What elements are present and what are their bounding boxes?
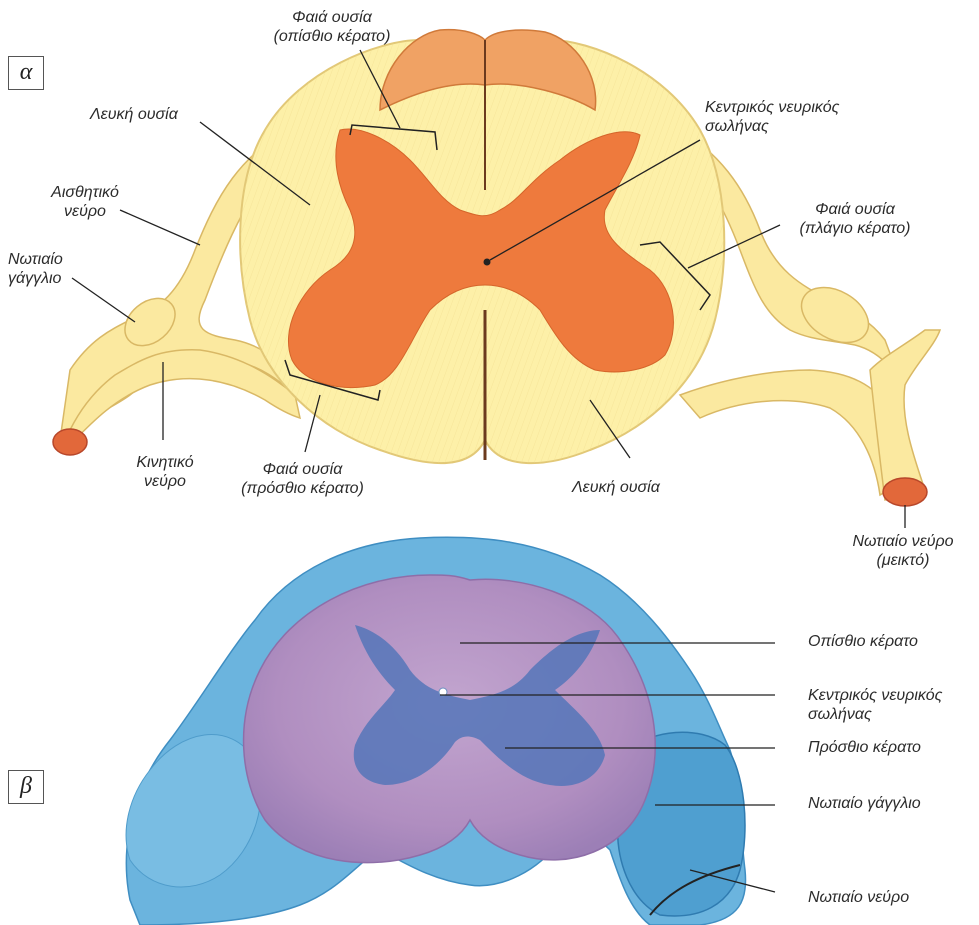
label-line: σωλήνας [808,705,942,724]
central-canal-dot [484,259,491,266]
label-line: Κεντρικός νευρικός [705,98,839,117]
label-line: νεύρο [35,202,135,221]
label-line: (οπίσθιο κέρατο) [232,27,432,46]
label-dorsal-horn: Οπίσθιο κέρατο [808,632,918,651]
spinal-cord-micrograph [0,530,979,925]
label-grey-matter-dorsal: Φαιά ουσία (οπίσθιο κέρατο) [232,8,432,46]
label-motor-nerve: Κινητικό νεύρο [115,453,215,491]
label-line: Νωτιαίο [8,250,63,269]
label-spinal-ganglion-b: Νωτιαίο γάγγλιο [808,794,921,813]
label-spinal-nerve-mixed: Νωτιαίο νεύρο (μεικτό) [828,532,978,570]
label-central-canal-a: Κεντρικός νευρικός σωλήνας [705,98,839,136]
label-sensory-nerve: Αισθητικό νεύρο [35,183,135,221]
label-line: Φαιά ουσία [770,200,940,219]
label-line: Αισθητικό [35,183,135,202]
label-line: σωλήνας [705,117,839,136]
label-spinal-ganglion-a: Νωτιαίο γάγγλιο [8,250,63,288]
label-spinal-nerve: Νωτιαίο νεύρο [808,888,909,907]
panel-a-marker: α [8,56,44,90]
label-line: (μεικτό) [828,551,978,570]
label-line: (πλάγιο κέρατο) [770,219,940,238]
left-nerve-cut [53,429,87,455]
label-line: Κεντρικός νευρικός [808,686,942,705]
panel-b-marker: β [8,770,44,804]
label-line: Φαιά ουσία [232,8,432,27]
label-white-matter-left: Λευκή ουσία [90,105,178,124]
label-line: γάγγλιο [8,269,63,288]
label-line: Φαιά ουσία [215,460,390,479]
label-line: Κινητικό [115,453,215,472]
label-line: νεύρο [115,472,215,491]
label-ventral-horn: Πρόσθιο κέρατο [808,738,921,757]
label-central-canal-b: Κεντρικός νευρικός σωλήνας [808,686,942,724]
label-line: (πρόσθιο κέρατο) [215,479,390,498]
label-line: Νωτιαίο νεύρο [828,532,978,551]
label-grey-matter-lateral: Φαιά ουσία (πλάγιο κέρατο) [770,200,940,238]
right-nerve-cut [883,478,927,506]
label-white-matter-bottom: Λευκή ουσία [572,478,660,497]
label-grey-matter-ventral: Φαιά ουσία (πρόσθιο κέρατο) [215,460,390,498]
